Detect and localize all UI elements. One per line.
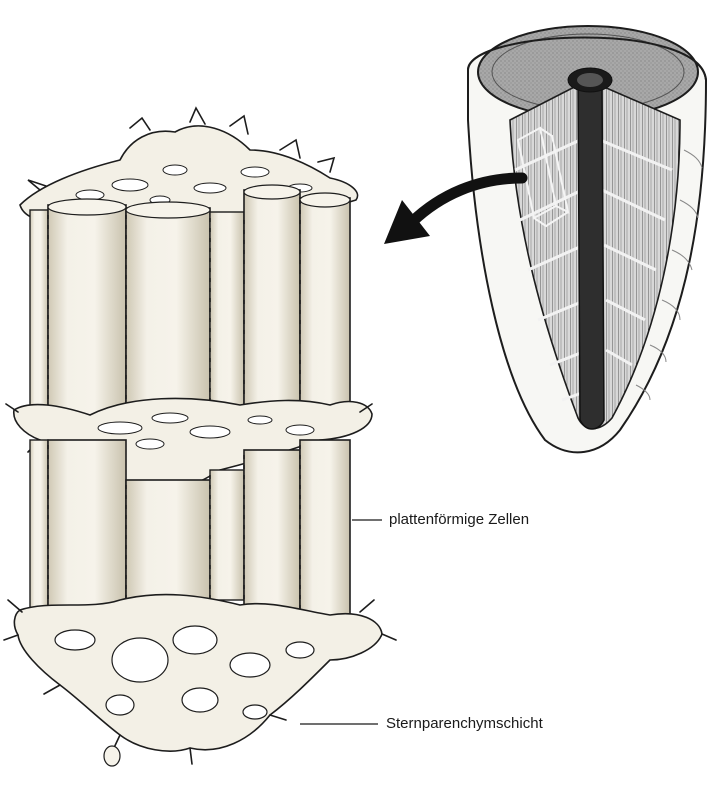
stem-central-core [578,82,604,429]
cylinder-10 [210,470,244,600]
cell-cluster-illustration [4,108,396,766]
cylinder-6 [300,198,350,418]
label-plate-cells: plattenförmige Zellen [389,512,529,527]
cylinder-5 [244,190,300,430]
cylinder-3 [126,208,210,414]
bottom-stellate-mesh [4,595,396,766]
cylinder-12 [300,440,350,630]
label-stellate-layer: Sternparenchymschicht [386,716,543,731]
cylinder-9 [126,480,210,610]
stem-section-illustration [468,26,706,452]
upper-cylinders [30,185,350,430]
cylinder-2 [48,205,126,420]
cylinder-7 [30,440,48,610]
cylinder-8 [48,440,126,620]
cylinder-4 [210,212,244,408]
cylinder-1 [30,210,48,410]
